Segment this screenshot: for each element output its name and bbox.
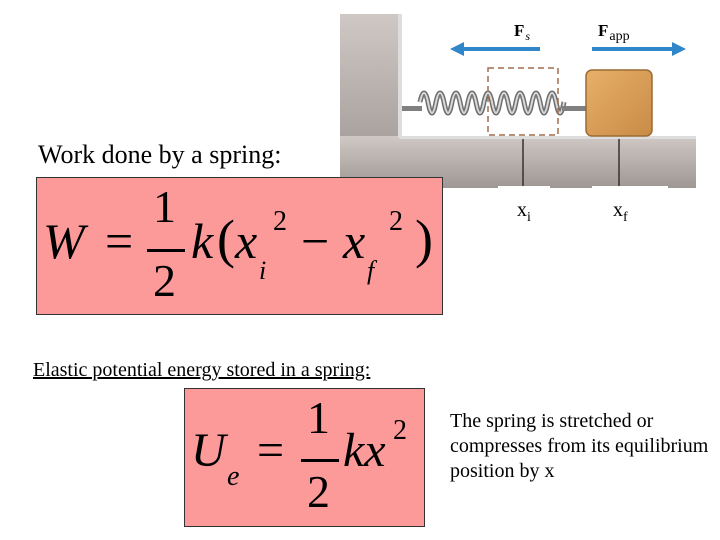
work-minus: −: [301, 213, 330, 269]
work-sup-initial: 2: [273, 206, 287, 237]
spring-block-figure: Fs Fapp xi xf: [340, 14, 696, 224]
work-sup-final: 2: [389, 206, 403, 237]
applied-force-arrow: [592, 42, 686, 56]
spring-force-arrow: [450, 42, 540, 56]
block: [585, 69, 653, 137]
wall-edge: [398, 14, 402, 138]
explanation-text: The spring is stretched or compresses fr…: [450, 410, 709, 482]
energy-equals: =: [257, 424, 285, 477]
xi-label: xi: [517, 199, 531, 224]
work-formula: W = 1 2 k ( x i 2 − x f 2 ): [36, 177, 443, 315]
energy-fraction-denominator: 2: [307, 466, 330, 517]
spring-force-label: Fs: [514, 21, 530, 43]
work-x-final: x: [343, 213, 366, 269]
work-fraction-bar: [147, 249, 185, 252]
work-open-paren: (: [217, 209, 235, 269]
work-fraction-numerator: 1: [153, 181, 176, 232]
xf-label: xf: [613, 199, 628, 224]
elastic-energy-title: Elastic potential energy stored in a spr…: [33, 359, 371, 381]
energy-fraction-numerator: 1: [307, 392, 330, 443]
energy-sup: 2: [393, 415, 407, 446]
energy-lhs-sub: e: [227, 461, 240, 492]
work-lhs: W: [43, 213, 85, 269]
work-k: k: [191, 213, 214, 269]
surface-line: [400, 136, 696, 139]
work-sub-initial: i: [259, 256, 267, 285]
energy-lhs: U: [191, 424, 226, 477]
applied-force-label: Fapp: [598, 21, 630, 44]
spring: [402, 90, 588, 116]
energy-kx: kx: [343, 424, 386, 477]
energy-fraction-bar: [301, 459, 339, 462]
work-equals: =: [105, 213, 134, 269]
work-title: Work done by a spring:: [38, 140, 282, 169]
work-x-initial: x: [235, 213, 258, 269]
equilibrium-outline: [487, 67, 559, 136]
work-close-paren: ): [415, 209, 433, 269]
work-fraction-denominator: 2: [153, 255, 176, 306]
work-sub-final: f: [367, 256, 375, 285]
energy-formula: U e = 1 2 kx 2: [184, 388, 425, 527]
